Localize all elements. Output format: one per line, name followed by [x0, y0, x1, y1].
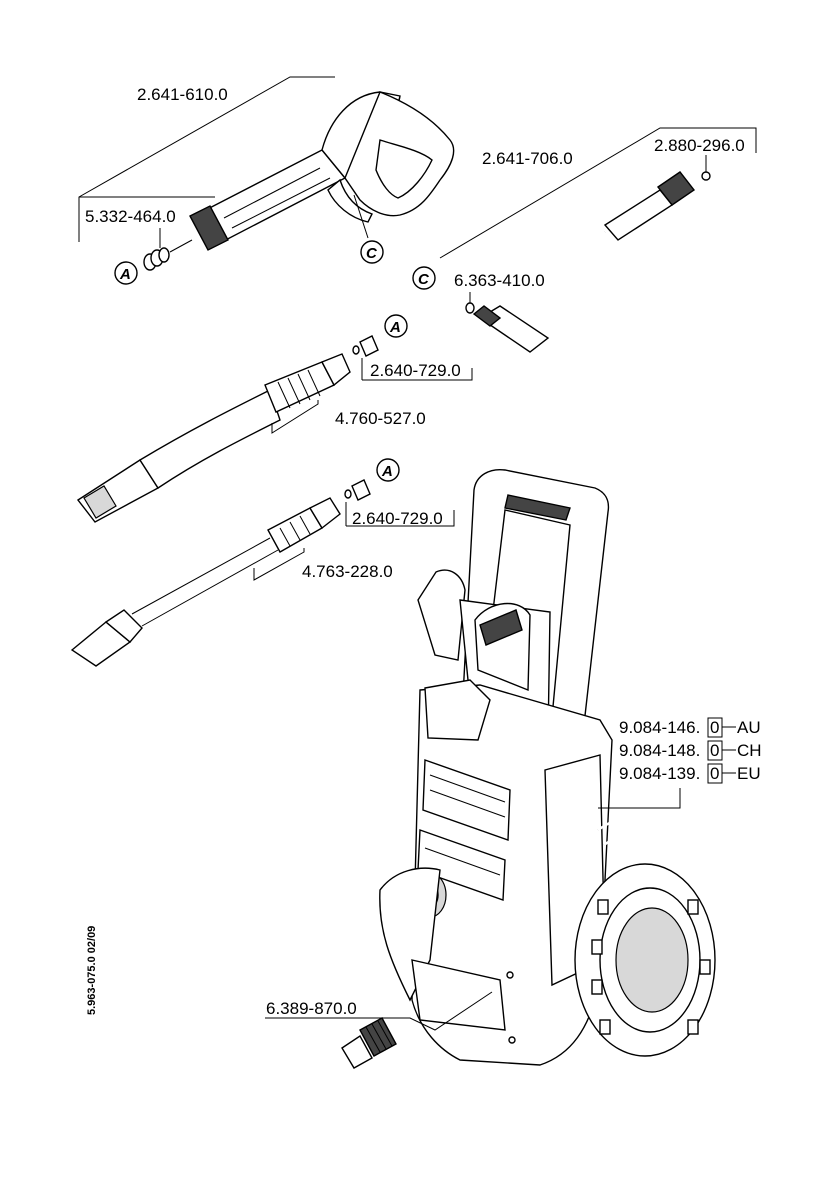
svg-text:C: C	[366, 245, 378, 262]
svg-text:CH: CH	[737, 741, 762, 760]
gun-seal-part-number: 5.332-464.0	[85, 207, 176, 226]
gun-leader	[78, 76, 335, 242]
lance-vario-power[interactable]	[76, 353, 351, 523]
callout-a-lance2: A	[376, 458, 400, 482]
lance-dirt-blaster-seal-part-number: 2.640-729.0	[352, 509, 443, 528]
hose-o-ring-part-number: 2.880-296.0	[654, 136, 745, 155]
wheel	[574, 863, 716, 1057]
svg-text:AU: AU	[737, 718, 761, 737]
water-inlet-coupling[interactable]	[341, 1017, 397, 1069]
inlet-part-number: 6.389-870.0	[266, 999, 357, 1018]
svg-text:A: A	[389, 319, 401, 336]
machine-leader	[598, 788, 681, 809]
lance1-seal-leader	[362, 368, 473, 381]
hose-seal-part-number: 6.363-410.0	[454, 271, 545, 290]
lance2-leader	[253, 548, 305, 581]
svg-text:0: 0	[710, 718, 719, 737]
svg-text:A: A	[119, 266, 131, 283]
svg-text:0: 0	[710, 741, 719, 760]
svg-text:9.084-146.: 9.084-146.	[619, 718, 700, 737]
svg-text:9.084-148.: 9.084-148.	[619, 741, 700, 760]
inlet-leader	[265, 991, 493, 1031]
lance2-seal-leader	[346, 510, 455, 527]
svg-text:A: A	[381, 463, 393, 480]
gun-seal[interactable]	[143, 247, 170, 271]
machine-variant-ch: 9.084-148. 0 CH	[619, 740, 762, 761]
hose-part-number: 2.641-706.0	[482, 149, 573, 168]
hose-coil	[597, 807, 744, 907]
hose-o-ring[interactable]	[701, 171, 711, 181]
hose-leader	[439, 127, 757, 259]
spray-gun[interactable]	[189, 91, 455, 251]
lance-dirt-blaster-seal[interactable]	[344, 479, 371, 501]
lance-dirt-blaster-part-number: 4.763-228.0	[302, 562, 393, 581]
lance1-leader	[271, 400, 319, 434]
callout-a-gun: A	[114, 261, 138, 285]
machine-variant-eu: 9.084-139. 0 EU	[619, 763, 761, 784]
machine-variant-au: 9.084-146. 0 AU	[619, 717, 761, 738]
svg-text:EU: EU	[737, 764, 761, 783]
lance-vario-part-number: 4.760-527.0	[335, 409, 426, 428]
svg-text:9.084-139.: 9.084-139.	[619, 764, 700, 783]
svg-text:0: 0	[710, 764, 719, 783]
callout-c-gun: C	[360, 240, 384, 264]
lance-vario-seal[interactable]	[352, 335, 379, 357]
high-pressure-hose[interactable]	[465, 171, 696, 357]
callout-a-lance1: A	[384, 314, 408, 338]
svg-text:C: C	[418, 271, 430, 288]
gun-part-number: 2.641-610.0	[137, 85, 228, 104]
lance-vario-seal-part-number: 2.640-729.0	[370, 361, 461, 380]
callout-c-hose: C	[412, 266, 436, 290]
pressure-washer-body[interactable]	[379, 468, 613, 1066]
lance-dirt-blaster[interactable]	[70, 497, 341, 667]
document-number: 5.963-075.0 02/09	[86, 926, 98, 1015]
